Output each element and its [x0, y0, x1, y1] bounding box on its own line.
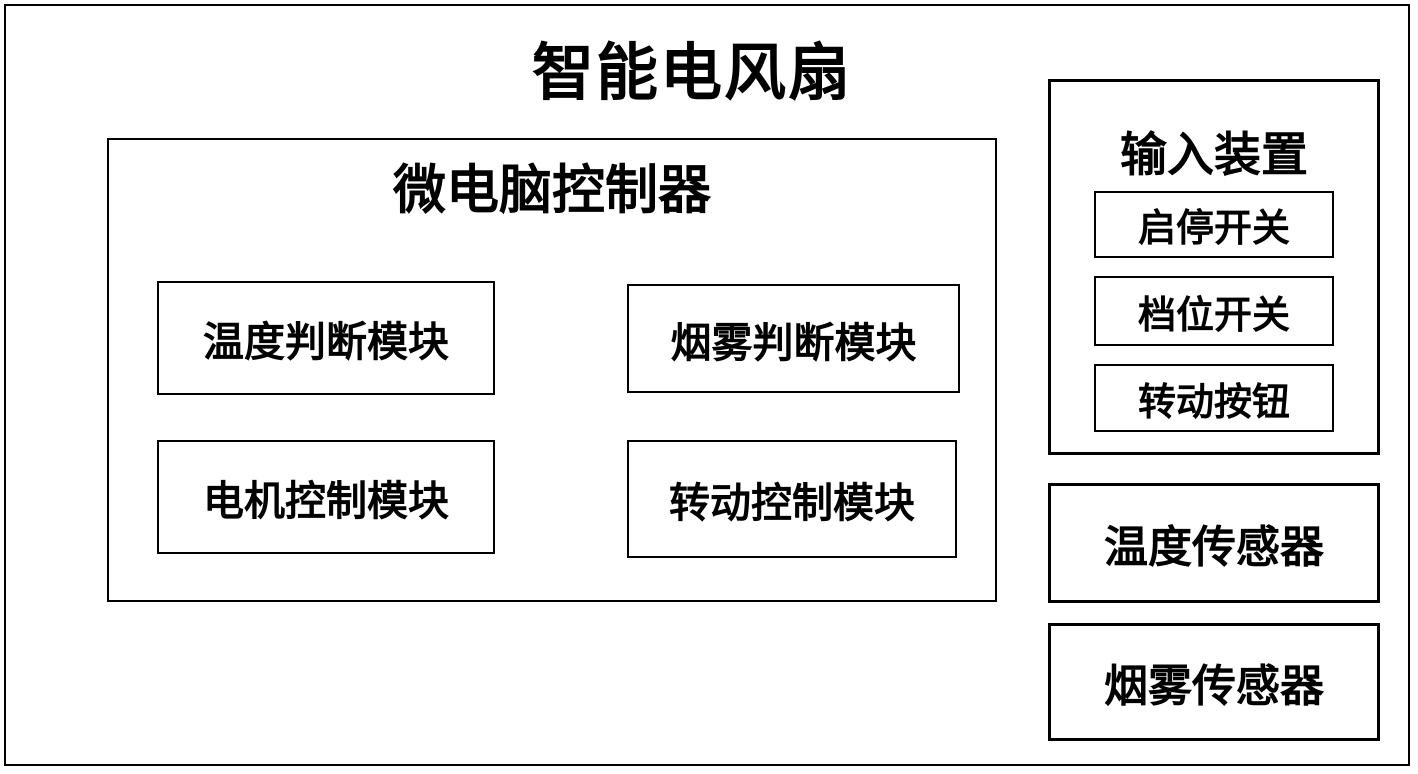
module-smoke-judge: 烟雾判断模块 — [627, 284, 960, 393]
input-device-label: 输入装置 — [1120, 128, 1308, 183]
control-rotation-button: 转动按钮 — [1094, 364, 1334, 432]
controller-label: 微电脑控制器 — [393, 159, 711, 221]
control-gear-switch: 档位开关 — [1094, 276, 1334, 346]
module-motor-control: 电机控制模块 — [157, 440, 495, 554]
module-temperature-judge: 温度判断模块 — [157, 281, 495, 395]
diagram-title: 智能电风扇 — [531, 36, 852, 109]
control-start-stop-switch: 启停开关 — [1094, 191, 1334, 258]
smoke-sensor-box: 烟雾传感器 — [1048, 623, 1380, 741]
outer-border — [4, 4, 1410, 766]
temperature-sensor-box: 温度传感器 — [1048, 483, 1380, 603]
module-rotation-control: 转动控制模块 — [627, 440, 957, 558]
